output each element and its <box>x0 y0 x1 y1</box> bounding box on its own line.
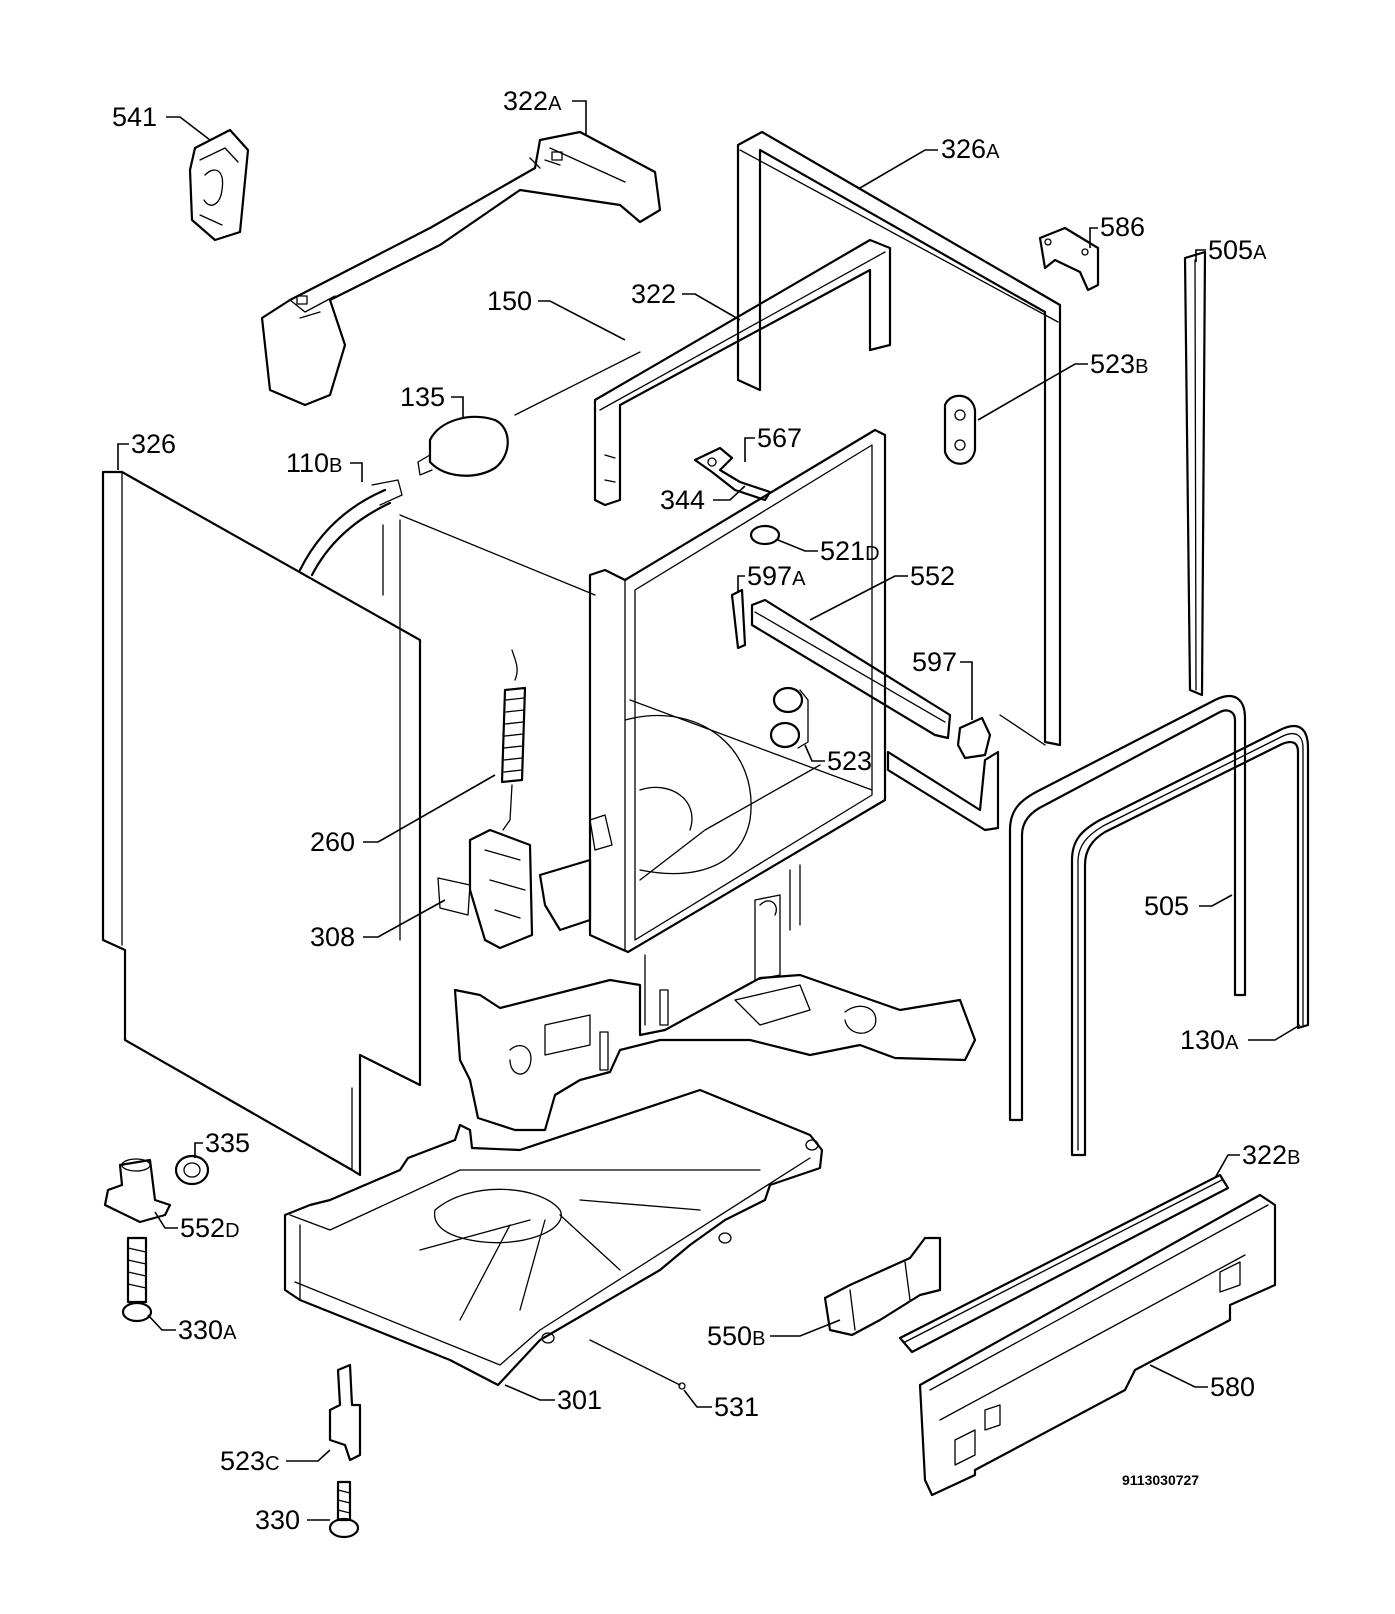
callout-541: 541 <box>112 102 157 132</box>
part-base-frame <box>453 864 977 1132</box>
callout-labels: 541 322A 326A 586 505A 150 322 523B 135 … <box>112 86 1300 1535</box>
part-597a-pin <box>730 588 747 650</box>
part-322b-front-rail <box>898 1173 1230 1354</box>
callout-523: 523 <box>827 746 872 776</box>
callout-301: 301 <box>557 1385 602 1415</box>
callout-552d: 552D <box>180 1213 240 1243</box>
callout-330: 330 <box>255 1505 300 1535</box>
callout-550b: 550B <box>707 1321 765 1351</box>
callout-505: 505 <box>1144 891 1189 921</box>
callout-322a: 322A <box>503 86 562 116</box>
part-505a-seal-strip <box>1183 250 1207 697</box>
part-326a-rear-panel <box>736 130 1062 747</box>
callout-335: 335 <box>205 1128 250 1158</box>
part-301-base-tray <box>283 1088 824 1387</box>
callout-260: 260 <box>310 827 355 857</box>
callout-130a: 130A <box>1180 1025 1239 1055</box>
callout-110b: 110B <box>286 448 342 478</box>
leader-lines <box>117 100 1301 1521</box>
callout-597a: 597A <box>747 561 806 591</box>
part-541-clip <box>188 128 250 242</box>
callout-505a: 505A <box>1208 235 1267 265</box>
callout-521d: 521D <box>820 536 880 566</box>
part-322a-top-frame <box>260 130 662 407</box>
document-number: 9113030727 <box>1122 1472 1199 1488</box>
part-523b-grommet <box>943 394 977 465</box>
callout-586: 586 <box>1100 212 1145 242</box>
part-308-hinge <box>437 828 534 950</box>
part-586-bracket <box>1038 226 1100 292</box>
part-552-rail <box>750 598 952 740</box>
part-130a-gasket <box>1070 724 1310 1157</box>
part-135-air-break <box>417 415 509 477</box>
part-335-nut <box>174 1154 210 1186</box>
callout-531: 531 <box>714 1392 759 1422</box>
part-567-344-bracket <box>693 446 772 502</box>
callout-135: 135 <box>400 382 445 412</box>
part-521d-plug <box>749 524 781 546</box>
callout-597: 597 <box>912 647 957 677</box>
part-tub <box>399 428 887 954</box>
part-597-stop <box>956 716 992 760</box>
callout-523c: 523C <box>220 1446 280 1476</box>
part-552d-valve <box>103 1158 172 1224</box>
part-580-kickplate <box>918 1193 1277 1497</box>
part-260-spring <box>500 649 527 831</box>
callout-322: 322 <box>631 279 676 309</box>
callout-567: 567 <box>757 423 802 453</box>
part-330-screw <box>328 1480 360 1539</box>
callout-523b: 523B <box>1090 349 1148 379</box>
callout-326: 326 <box>131 429 176 459</box>
part-322-tub-frame <box>593 238 892 507</box>
part-110b-hose <box>298 479 403 596</box>
callout-150: 150 <box>487 286 532 316</box>
part-330a-screw <box>121 1236 153 1323</box>
callout-552: 552 <box>910 561 955 591</box>
callout-344: 344 <box>660 485 705 515</box>
callout-322b: 322B <box>1242 1140 1300 1170</box>
callout-580: 580 <box>1210 1372 1255 1402</box>
callout-326a: 326A <box>941 134 1000 164</box>
part-505-door-seal <box>1008 694 1247 1122</box>
part-523c-bracket <box>328 1363 362 1462</box>
part-326-side-panel <box>101 470 422 1177</box>
part-side-seal <box>886 714 1046 832</box>
part-523-bearing <box>769 686 809 749</box>
callout-330a: 330A <box>178 1315 237 1345</box>
part-150-line <box>514 351 641 416</box>
part-531-rod <box>589 1339 686 1390</box>
part-550b-clip <box>823 1236 942 1337</box>
callout-308: 308 <box>310 922 355 952</box>
